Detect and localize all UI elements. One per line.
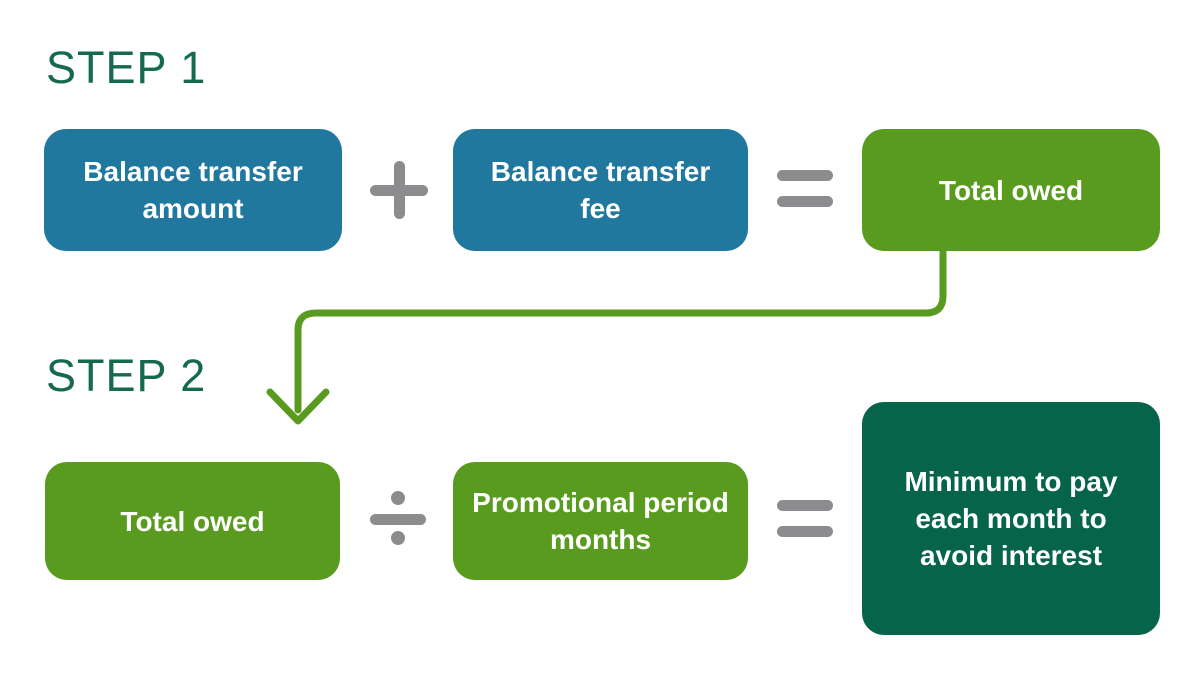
box-minimum-to-pay-label: Minimum to pay each month to avoid inter… (904, 466, 1118, 571)
divide-icon (368, 489, 428, 549)
plus-icon-vertical-bar (393, 161, 405, 219)
equals-icon-bottom-bar (777, 526, 833, 537)
box-total-owed-step1: Total owed (862, 129, 1160, 251)
equals-icon-bottom-bar (777, 196, 833, 207)
equals-icon-top-bar (777, 500, 833, 511)
box-total-owed-step2-label: Total owed (120, 505, 265, 537)
box-promotional-period-months: Promotional period months (453, 462, 748, 580)
box-balance-transfer-amount-label: Balance transfer amount (83, 156, 303, 224)
box-balance-transfer-fee-label: Balance transfer fee (490, 156, 711, 224)
box-balance-transfer-amount: Balance transfer amount (44, 129, 342, 251)
divide-icon-bottom-dot (391, 531, 405, 545)
equals-icon (777, 170, 833, 208)
divide-icon-bar (370, 513, 426, 525)
box-total-owed-step2: Total owed (45, 462, 340, 580)
box-promotional-period-months-label: Promotional period months (472, 487, 729, 555)
box-total-owed-step1-label: Total owed (938, 174, 1084, 206)
box-minimum-to-pay: Minimum to pay each month to avoid inter… (862, 402, 1160, 635)
equals-icon (777, 500, 833, 538)
plus-icon (367, 158, 431, 222)
divide-icon-top-dot (391, 491, 405, 505)
equals-icon-top-bar (777, 170, 833, 181)
step2-heading: STEP 2 (46, 350, 207, 401)
box-balance-transfer-fee: Balance transfer fee (453, 129, 748, 251)
step1-heading: STEP 1 (46, 42, 207, 93)
